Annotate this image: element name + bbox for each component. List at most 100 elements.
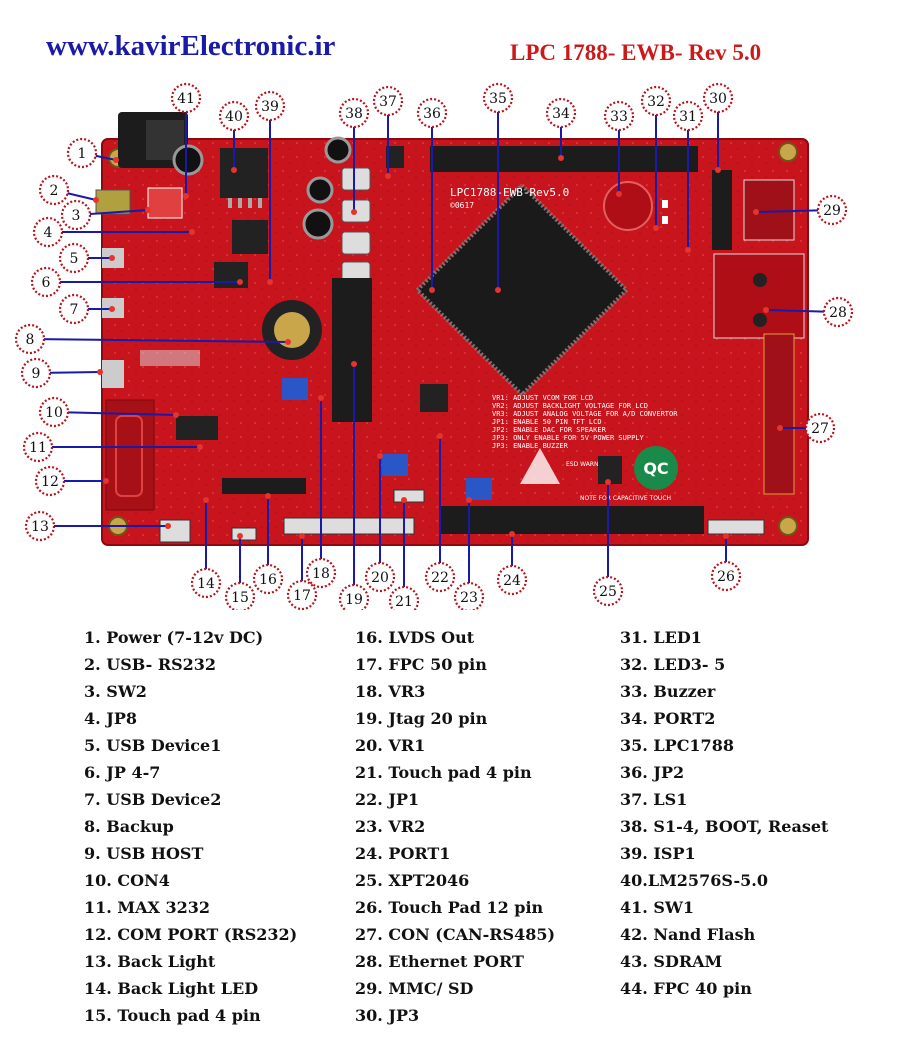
legend-item: 2. USB- RS232 [84,655,217,674]
callout-marker [218,100,250,132]
port1-header [440,506,704,534]
jp3-header [712,170,732,250]
leader-dot [723,533,729,539]
callout-marker-label: 35 [489,91,507,107]
legend-item: 37. LS1 [620,790,688,809]
callout-marker-label: 19 [345,592,363,608]
legend-item: 13. Back Light [84,952,216,971]
website-title: www.kavirElectronic.ir [46,30,336,62]
leader-dot [558,155,564,161]
legend-item: 27. CON (CAN-RS485) [355,925,556,944]
max3232-chip [176,416,218,440]
leader-dot [231,167,237,173]
leader-dot [351,361,357,367]
callout-marker [254,90,286,122]
jtag-header [332,278,372,422]
legend-item: 33. Buzzer [620,682,716,701]
legend-item: 44. FPC 40 pin [620,979,752,998]
callout-marker-label: 3 [72,208,81,224]
legend-item: 38. S1-4, BOOT, Reaset [620,817,829,836]
legend-item: 10. CON4 [84,871,170,890]
callout-marker [453,581,485,610]
callout-marker-label: 18 [312,566,330,582]
legend-item: 8. Backup [84,817,174,836]
svg-text:JP3: ONLY ENABLE FOR 5V POWER: JP3: ONLY ENABLE FOR 5V POWER SUPPLY [492,434,645,442]
buzzer-ls1 [386,146,404,168]
callout-marker-label: 34 [552,106,570,122]
legend-item: 21. Touch pad 4 pin [355,763,532,782]
leader-dot [616,191,622,197]
callout-marker-label: 36 [423,106,441,122]
callout-marker-label: 31 [679,109,697,125]
esd-warning-label: ESD WARNING [566,461,610,468]
callout-marker-label: 33 [610,109,628,125]
callout-marker-label: 10 [45,405,63,421]
callout-marker [372,85,404,117]
leader-dot [763,307,769,313]
leader-dot [377,453,383,459]
leader-dot [715,167,721,173]
capacitor [306,176,334,204]
legend-item: 3. SW2 [84,682,147,701]
callout-marker-label: 20 [371,570,389,586]
port2-header [430,146,698,172]
tact-switch [341,167,371,191]
callout-marker [603,100,635,132]
leader-dot [113,157,119,163]
svg-text:VR1: ADJUST VCOM FOR LCD: VR1: ADJUST VCOM FOR LCD [492,394,593,402]
silkscreen-name: LPC1788-EWB-Rev5.0 [450,186,569,199]
leader-dot [466,497,472,503]
vr2-pot [466,478,492,500]
leader-dot [318,395,324,401]
legend-item: 7. USB Device2 [84,790,222,809]
esd-warning-icon [520,448,560,484]
callout-marker-label: 6 [42,275,51,291]
leader-dot [267,279,273,285]
callout-marker-label: 11 [29,440,47,456]
callout-marker [364,561,396,593]
callout-marker-label: 2 [50,183,59,199]
callout-marker [20,357,52,389]
qc-badge-label: QC [643,459,668,478]
callout-marker [30,266,62,298]
board-model-title: LPC 1788- EWB- Rev 5.0 [510,40,762,65]
callout-marker-label: 17 [293,588,311,604]
callout-marker [60,199,92,231]
callout-marker [58,293,90,325]
leader-dot [285,339,291,345]
legend-item: 30. JP3 [355,1006,420,1025]
callout-marker [702,82,734,114]
silkscreen-code: ©0617 [450,201,474,210]
leader-line [53,411,177,416]
callout-marker-label: 26 [717,569,735,585]
callout-marker-label: 27 [811,421,829,437]
callout-marker-label: 29 [823,203,841,219]
svg-text:JP2: ENABLE DAC FOR SPEAKER: JP2: ENABLE DAC FOR SPEAKER [492,426,607,434]
leader-dot [189,229,195,235]
callout-marker-label: 28 [829,305,847,321]
usb-rs232-connector [95,189,131,215]
touch-pad-12pin-connector [707,519,765,535]
leader-dot [203,497,209,503]
backlight-connector [159,519,191,543]
leader-dot [183,193,189,199]
leader-dot [197,444,203,450]
switch-sw1 [147,187,183,219]
legend-item: 31. LED1 [620,628,702,647]
legend-item: 20. VR1 [355,736,426,755]
xpt2046-chip [598,456,622,484]
callout-marker [34,465,66,497]
leader-dot [385,173,391,179]
callout-marker-label: 13 [31,519,49,535]
callout-marker-label: 9 [32,366,41,382]
mmc-sd-slot [743,179,795,241]
legend-item: 26. Touch Pad 12 pin [355,898,544,917]
vr3-pot [282,378,308,400]
legend-item: 17. FPC 50 pin [355,655,487,674]
callout-marker-label: 39 [261,99,279,115]
legend-item: 29. MMC/ SD [355,979,474,998]
callout-marker [804,412,836,444]
mount-hole-tr [778,142,798,162]
leader-dot [165,523,171,529]
